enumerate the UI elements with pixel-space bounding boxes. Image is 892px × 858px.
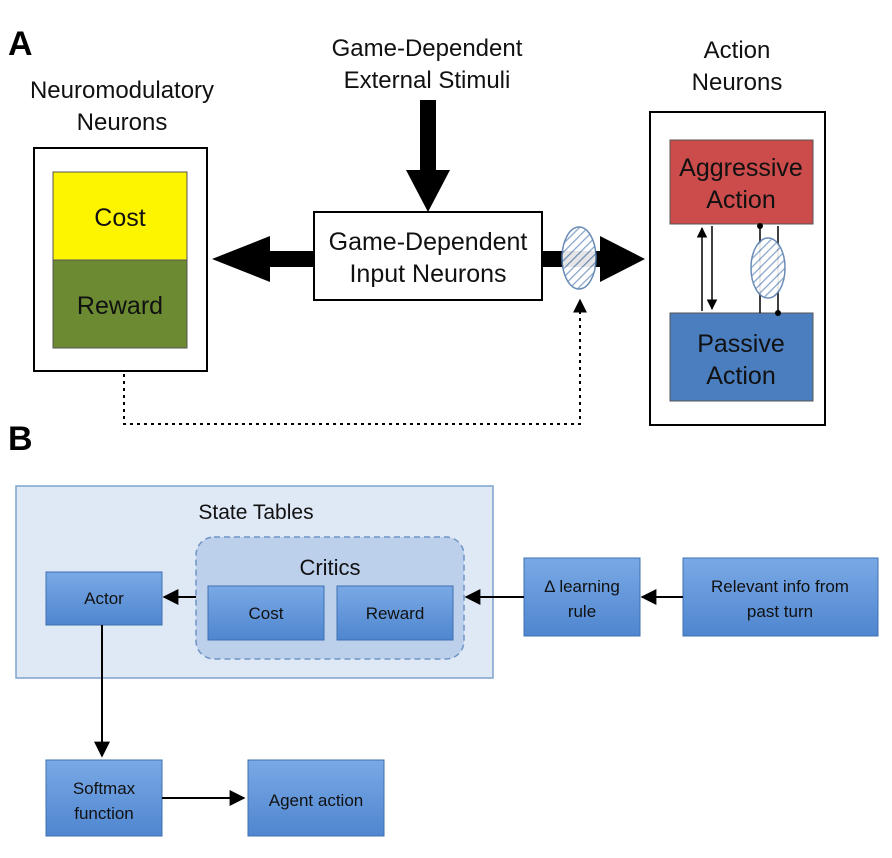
aggressive-line1: Aggressive bbox=[679, 154, 803, 182]
agent-action-box bbox=[247, 759, 385, 837]
aggressive-action-cell bbox=[669, 139, 814, 225]
cost-cell bbox=[52, 171, 188, 261]
critic-reward-box bbox=[336, 585, 454, 641]
stimuli-title-line1: Game-Dependent bbox=[332, 35, 523, 62]
learning-rule-line1: Δ learning bbox=[544, 577, 620, 596]
softmax-box bbox=[45, 759, 163, 837]
action-title-line1: Action bbox=[704, 37, 771, 64]
learning-rule-line2: rule bbox=[568, 602, 596, 621]
critic-cost-label: Cost bbox=[249, 604, 284, 623]
actor-label: Actor bbox=[84, 589, 124, 608]
aggressive-line2: Action bbox=[706, 186, 775, 214]
softmax-line1: Softmax bbox=[73, 779, 136, 798]
synapse-ellipse-action bbox=[750, 237, 786, 299]
relevant-info-box bbox=[682, 557, 879, 637]
relevant-info-line2: past turn bbox=[747, 602, 813, 621]
input-neurons-line1: Game-Dependent bbox=[329, 228, 528, 256]
softmax-line2: function bbox=[74, 804, 134, 823]
actor-box bbox=[45, 571, 163, 626]
neuromodulatory-title-line2: Neurons bbox=[77, 109, 168, 136]
input-neurons-line2: Input Neurons bbox=[349, 260, 506, 288]
state-tables-title: State Tables bbox=[198, 501, 313, 524]
critics-title: Critics bbox=[299, 555, 360, 580]
input-neurons-box bbox=[313, 211, 543, 301]
critic-cost-box bbox=[207, 585, 325, 641]
input-to-neuromodulatory-arrow bbox=[212, 236, 314, 282]
critic-reward-label: Reward bbox=[366, 604, 425, 623]
passive-action-cell bbox=[669, 312, 814, 402]
relevant-info-line1: Relevant info from bbox=[711, 577, 849, 596]
stimuli-down-arrow bbox=[406, 100, 450, 212]
panel-b-letter: B bbox=[8, 420, 33, 458]
learning-rule-box bbox=[523, 557, 641, 637]
passive-line2: Action bbox=[706, 362, 775, 390]
action-title-line2: Neurons bbox=[692, 69, 783, 96]
reward-label: Reward bbox=[77, 292, 163, 320]
reward-cell bbox=[52, 259, 188, 349]
cost-label: Cost bbox=[94, 204, 145, 232]
neuromodulatory-title-line1: Neuromodulatory bbox=[30, 77, 214, 104]
panel-a-letter: A bbox=[8, 25, 33, 63]
stimuli-title-line2: External Stimuli bbox=[344, 67, 511, 94]
passive-line1: Passive bbox=[697, 330, 785, 358]
agent-action-label: Agent action bbox=[269, 791, 364, 810]
synapse-ellipse-input bbox=[561, 226, 597, 290]
modulation-dotted-line bbox=[123, 298, 587, 425]
